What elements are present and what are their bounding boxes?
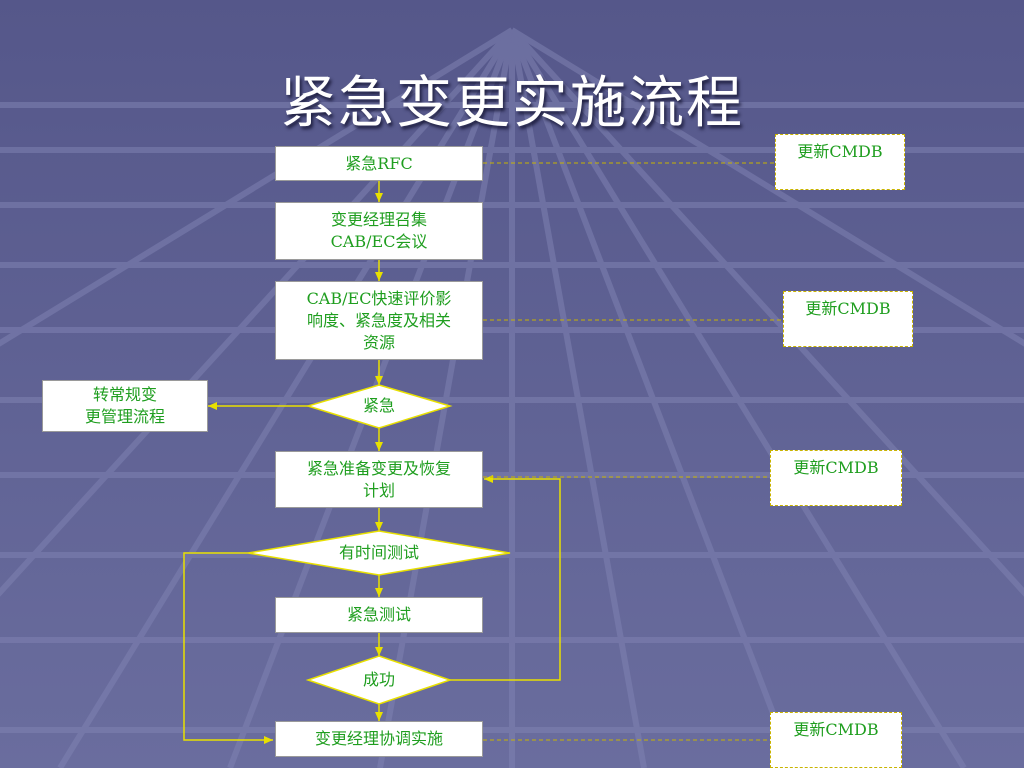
note-update-cmdb: 更新CMDB: [770, 450, 902, 506]
loop-time-to-implement: [183, 552, 273, 744]
loop-success-to-prepare: [450, 475, 561, 681]
decision-urgent-shape: [305, 384, 453, 429]
decision-time-shape: [247, 530, 511, 576]
note-update-cmdb: 更新CMDB: [775, 134, 905, 190]
node-normal-process: 转常规变 更管理流程: [42, 380, 208, 432]
decision-urgent-label: 紧急: [362, 396, 395, 415]
note-update-cmdb: 更新CMDB: [783, 291, 913, 347]
page-title: 紧急变更实施流程: [280, 71, 744, 136]
node-implement: 变更经理协调实施: [275, 721, 483, 757]
node-emergency-rfc: 紧急RFC: [275, 146, 483, 181]
node-assess-impact: CAB/EC快速评价影 响度、紧急度及相关 资源: [275, 281, 483, 360]
node-emergency-test: 紧急测试: [275, 597, 483, 633]
decision-success-shape: [305, 655, 453, 705]
decision-success-label: 成功: [362, 670, 395, 689]
decision-time-label: 有时间测试: [338, 543, 419, 562]
node-convene-meeting: 变更经理召集 CAB/EC会议: [275, 202, 483, 260]
note-update-cmdb: 更新CMDB: [770, 712, 902, 768]
node-prepare-plan: 紧急准备变更及恢复 计划: [275, 451, 483, 508]
